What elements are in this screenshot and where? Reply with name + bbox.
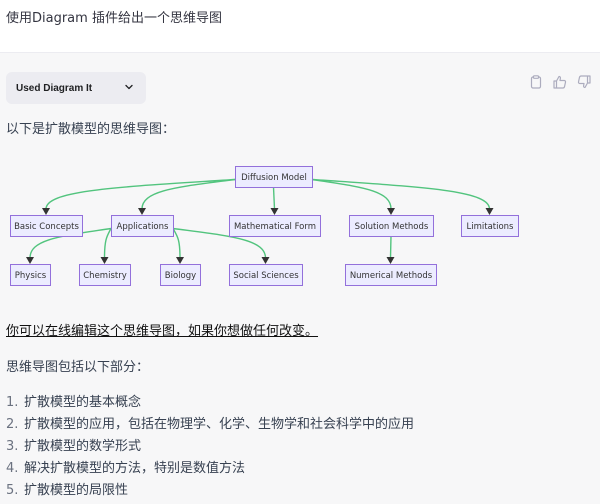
user-message: 使用Diagram 插件给出一个思维导图 bbox=[0, 0, 600, 53]
arrowhead-icon bbox=[176, 257, 184, 264]
node-label: Chemistry bbox=[83, 271, 126, 281]
node-label: Limitations bbox=[467, 222, 515, 232]
arrowhead-icon bbox=[138, 208, 146, 215]
list-item: 5.扩散模型的局限性 bbox=[6, 483, 129, 498]
arrowhead-icon bbox=[42, 208, 50, 215]
edge-root-apps bbox=[141, 178, 236, 210]
thumbs-down-icon[interactable] bbox=[576, 74, 592, 90]
edge-apps-chem bbox=[103, 228, 112, 259]
edge-root-math bbox=[272, 186, 276, 210]
node-label: Social Sciences bbox=[233, 271, 299, 281]
chevron-down-icon bbox=[125, 84, 133, 90]
plugin-used-toggle[interactable]: Used Diagram It bbox=[6, 72, 146, 104]
node-basic: Basic Concepts bbox=[10, 215, 83, 237]
node-math: Mathematical Form bbox=[229, 215, 321, 237]
parts-list: 1.扩散模型的基本概念 2.扩散模型的应用，包括在物理学、化学、生物学和社会科学… bbox=[6, 392, 414, 502]
node-physics: Physics bbox=[10, 264, 51, 286]
list-item: 4.解决扩散模型的方法，特别是数值方法 bbox=[6, 461, 246, 476]
node-solution: Solution Methods bbox=[349, 215, 434, 237]
node-box bbox=[461, 215, 519, 237]
user-message-text: 使用Diagram 插件给出一个思维导图 bbox=[6, 11, 222, 26]
list-item: 2.扩散模型的应用，包括在物理学、化学、生物学和社会科学中的应用 bbox=[6, 417, 415, 432]
node-box bbox=[111, 215, 174, 237]
edge-root-basic bbox=[45, 178, 236, 210]
node-social: Social Sciences bbox=[229, 264, 303, 286]
message-actions bbox=[528, 74, 592, 90]
node-chem: Chemistry bbox=[79, 264, 131, 286]
node-box bbox=[79, 264, 131, 286]
node-box bbox=[235, 166, 313, 188]
arrowhead-icon bbox=[100, 257, 109, 264]
node-numerical: Numerical Methods bbox=[345, 264, 437, 286]
node-box bbox=[229, 264, 303, 286]
node-box bbox=[345, 264, 437, 286]
node-apps: Applications bbox=[111, 215, 174, 237]
arrowhead-icon bbox=[261, 257, 270, 264]
edge-solution-numerical bbox=[389, 235, 392, 259]
node-bio: Biology bbox=[160, 264, 201, 286]
edge-apps-social bbox=[172, 227, 267, 259]
clipboard-icon[interactable] bbox=[528, 74, 544, 90]
node-box bbox=[349, 215, 434, 237]
thumbs-up-icon[interactable] bbox=[552, 74, 568, 90]
node-label: Physics bbox=[15, 271, 47, 281]
node-box bbox=[10, 264, 51, 286]
arrowhead-icon bbox=[485, 208, 494, 215]
node-label: Diffusion Model bbox=[241, 173, 307, 183]
list-item: 1.扩散模型的基本概念 bbox=[6, 395, 142, 410]
intro-text: 以下是扩散模型的思维导图： bbox=[6, 122, 176, 137]
node-root: Diffusion Model bbox=[235, 166, 313, 188]
node-label: Applications bbox=[117, 222, 169, 232]
edge-root-solution bbox=[311, 178, 392, 210]
node-label: Solution Methods bbox=[355, 222, 429, 232]
parts-intro-text: 思维导图包括以下部分： bbox=[6, 360, 150, 375]
edge-apps-physics bbox=[29, 227, 112, 259]
node-label: Numerical Methods bbox=[350, 271, 433, 281]
arrowhead-icon bbox=[386, 257, 395, 264]
node-label: Mathematical Form bbox=[234, 222, 316, 232]
node-label: Basic Concepts bbox=[14, 222, 79, 232]
node-box bbox=[229, 215, 321, 237]
arrowhead-icon bbox=[270, 208, 279, 215]
node-limits: Limitations bbox=[461, 215, 519, 237]
node-box bbox=[160, 264, 201, 286]
edge-apps-bio bbox=[172, 228, 181, 259]
arrowhead-icon bbox=[26, 257, 34, 264]
list-item: 3.扩散模型的数学形式 bbox=[6, 439, 142, 454]
edit-diagram-link[interactable]: 你可以在线编辑这个思维导图，如果你想做任何改变。 bbox=[6, 324, 319, 339]
node-label: Biology bbox=[165, 271, 196, 281]
arrowhead-icon bbox=[387, 208, 395, 215]
edge-root-limits bbox=[311, 178, 491, 210]
plugin-used-label: Used Diagram It bbox=[16, 82, 93, 94]
node-box bbox=[10, 215, 83, 237]
